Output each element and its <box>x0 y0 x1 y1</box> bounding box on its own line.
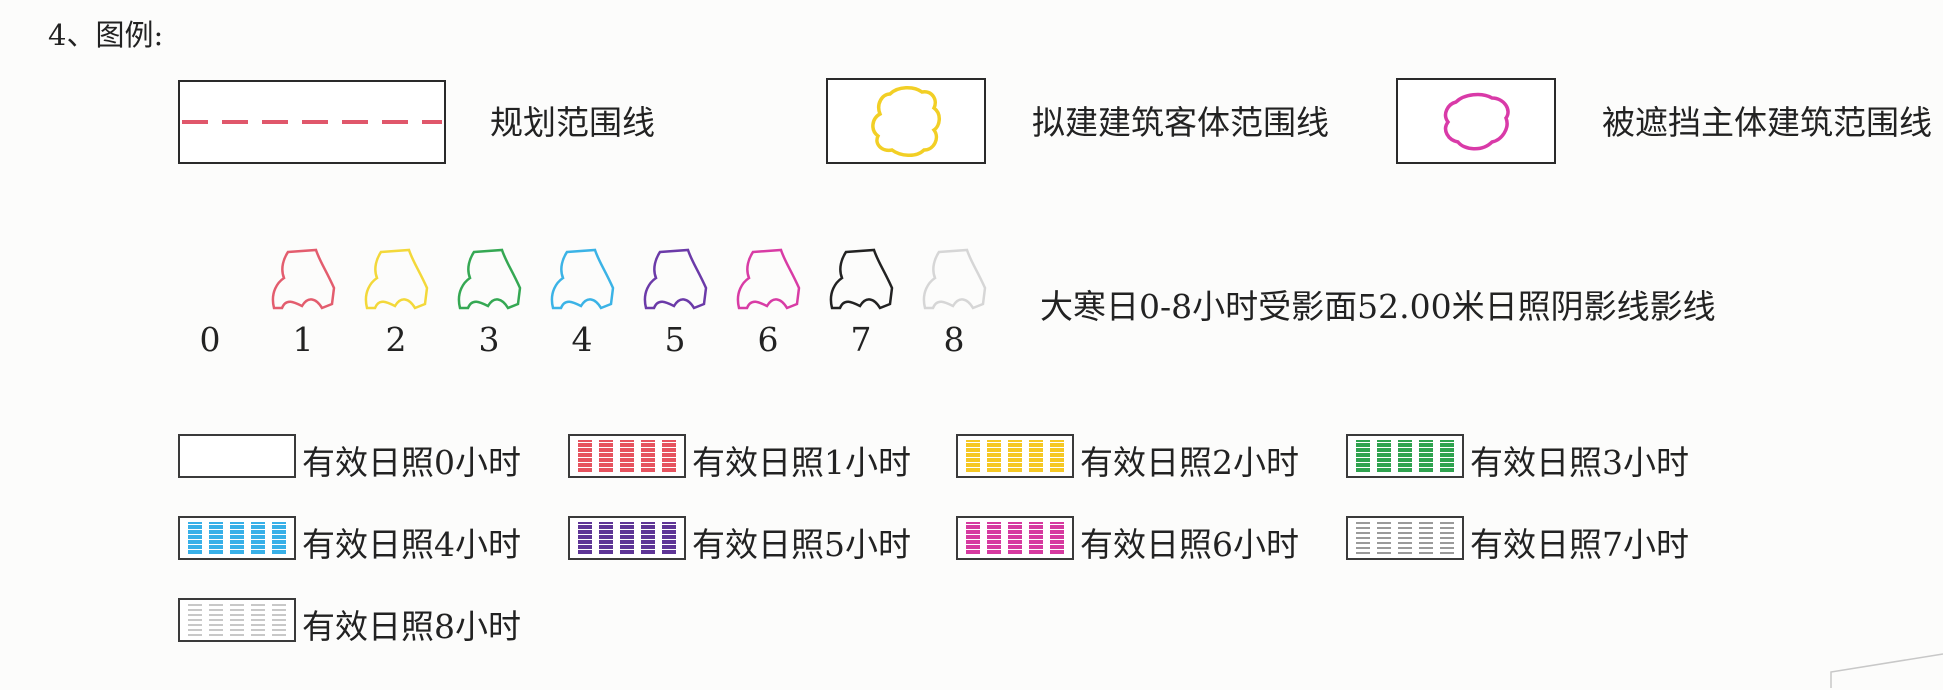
sunlight-swatch-cell <box>229 604 244 636</box>
shadow-number-8: 8 <box>943 320 965 359</box>
shadow-number-1: 1 <box>292 320 314 359</box>
sunlight-swatch-cell <box>661 522 676 554</box>
shadow-number-0: 0 <box>199 320 221 359</box>
sunlight-swatch-cell <box>1377 440 1392 472</box>
magenta-outline-icon <box>1443 92 1510 151</box>
shadow-shape-2 <box>364 248 429 310</box>
sunlight-swatch-1 <box>568 434 686 478</box>
shadow-number-3: 3 <box>478 320 500 359</box>
sunlight-swatch-cell <box>1028 522 1043 554</box>
sunlight-swatch-cell <box>188 522 203 554</box>
sunlight-swatch-cell <box>1049 522 1064 554</box>
planning-boundary-swatch <box>178 80 446 164</box>
sunlight-label-5: 有效日照5小时 <box>692 525 911 564</box>
sunlight-swatch-5 <box>568 516 686 560</box>
sunlight-swatch-cell <box>1377 522 1392 554</box>
sunlight-label-2: 有效日照2小时 <box>1080 443 1299 482</box>
yellow-outline-icon <box>871 86 941 157</box>
sunlight-swatch-0 <box>178 434 296 478</box>
sunlight-swatch-cell <box>1007 522 1022 554</box>
sunlight-swatch-cell <box>1356 440 1371 472</box>
shadow-number-4: 4 <box>571 320 593 359</box>
shadow-shape-6 <box>736 248 801 310</box>
sunlight-swatch-4 <box>178 516 296 560</box>
sunlight-swatch-cell <box>1028 440 1043 472</box>
shadow-legend-label: 大寒日0-8小时受影面52.00米日照阴影线影线 <box>1040 287 1716 326</box>
sunlight-label-4: 有效日照4小时 <box>302 525 521 564</box>
sunlight-swatch-cell <box>1439 522 1454 554</box>
sunlight-swatch-cell <box>229 522 244 554</box>
shadow-number-6: 6 <box>757 320 779 359</box>
sunlight-swatch-cell <box>1418 440 1433 472</box>
sunlight-swatch-cell <box>209 522 224 554</box>
sunlight-swatch-cell <box>1397 440 1412 472</box>
shaded-building-label: 被遮挡主体建筑范围线 <box>1602 103 1932 142</box>
planning-boundary-label: 规划范围线 <box>490 103 655 142</box>
sunlight-swatch-cell <box>599 522 614 554</box>
page-corner-mark <box>1830 653 1943 688</box>
sunlight-label-7: 有效日照7小时 <box>1470 525 1689 564</box>
sunlight-swatch-cell <box>1049 440 1064 472</box>
sunlight-swatch-cell <box>250 522 265 554</box>
sunlight-swatch-cell <box>1418 522 1433 554</box>
sunlight-swatch-cell <box>1356 522 1371 554</box>
sunlight-swatch-cell <box>966 522 981 554</box>
sunlight-swatch-3 <box>1346 434 1464 478</box>
sunlight-label-3: 有效日照3小时 <box>1470 443 1689 482</box>
sunlight-label-6: 有效日照6小时 <box>1080 525 1299 564</box>
sunlight-label-0: 有效日照0小时 <box>302 443 521 482</box>
dashed-line-icon <box>182 120 442 124</box>
sunlight-swatch-cell <box>987 522 1002 554</box>
sunlight-swatch-cell <box>619 440 634 472</box>
sunlight-swatch-cell <box>661 440 676 472</box>
shadow-shapes-group <box>271 248 987 310</box>
shadow-shape-5 <box>643 248 708 310</box>
sunlight-swatch-cell <box>987 440 1002 472</box>
sunlight-swatch-cell <box>640 522 655 554</box>
sunlight-swatch-cell <box>578 522 593 554</box>
shadow-shape-3 <box>457 248 522 310</box>
proposed-building-label: 拟建建筑客体范围线 <box>1032 103 1329 142</box>
sunlight-swatch-8 <box>178 598 296 642</box>
shadow-number-5: 5 <box>664 320 686 359</box>
sunlight-swatch-cell <box>619 522 634 554</box>
proposed-building-swatch <box>826 78 986 164</box>
sunlight-swatch-cell <box>1439 440 1454 472</box>
sunlight-swatch-cell <box>250 604 265 636</box>
sunlight-swatch-2 <box>956 434 1074 478</box>
sunlight-swatch-cell <box>640 440 655 472</box>
sunlight-swatch-cell <box>271 522 286 554</box>
shadow-number-2: 2 <box>385 320 407 359</box>
shadow-shape-7 <box>829 248 894 310</box>
sunlight-label-1: 有效日照1小时 <box>692 443 911 482</box>
sunlight-swatch-7 <box>1346 516 1464 560</box>
sunlight-swatch-cell <box>1397 522 1412 554</box>
sunlight-swatch-cell <box>578 440 593 472</box>
shaded-building-swatch <box>1396 78 1556 164</box>
sunlight-swatch-6 <box>956 516 1074 560</box>
sunlight-swatch-cell <box>209 604 224 636</box>
sunlight-swatch-cell <box>966 440 981 472</box>
shadow-shape-4 <box>550 248 615 310</box>
sunlight-swatch-cell <box>599 440 614 472</box>
sunlight-label-8: 有效日照8小时 <box>302 607 521 646</box>
shadow-shape-8 <box>922 248 987 310</box>
shadow-shape-1 <box>271 248 336 310</box>
sunlight-swatch-cell <box>271 604 286 636</box>
legend-heading: 4、图例: <box>48 18 164 52</box>
sunlight-swatch-cell <box>188 604 203 636</box>
sunlight-swatch-cell <box>1007 440 1022 472</box>
shadow-number-7: 7 <box>850 320 872 359</box>
